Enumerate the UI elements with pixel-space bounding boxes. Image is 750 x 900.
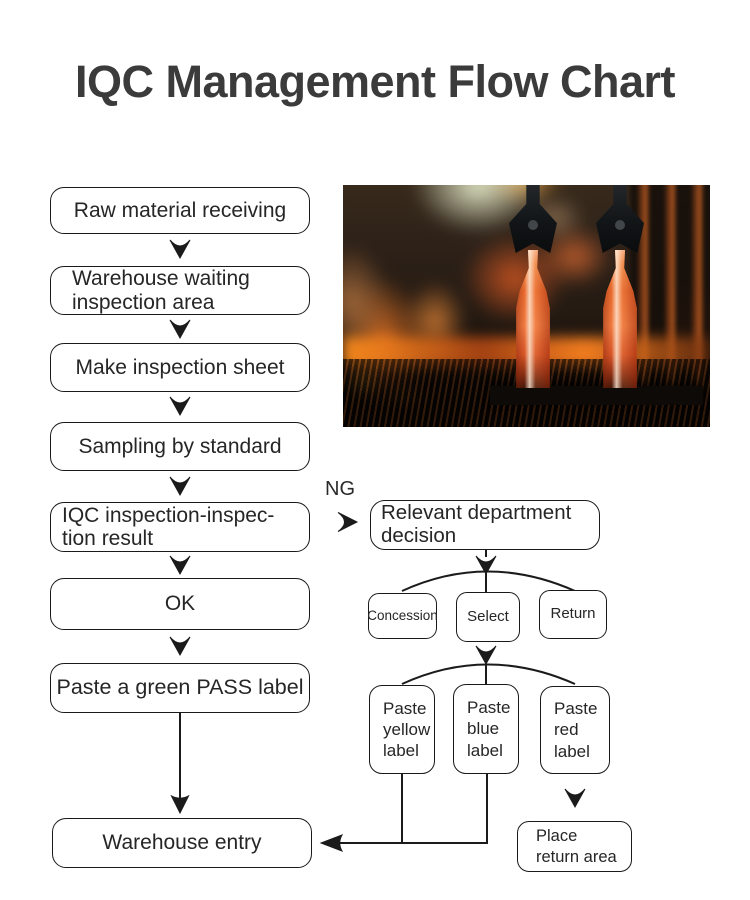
flow-step-select: Select	[456, 592, 520, 642]
flow-step-paste-red-label: Paste red label	[540, 686, 610, 774]
glass-bottle-production-line-photo	[343, 185, 710, 427]
ng-label: NG	[325, 478, 355, 500]
arrow-down-icon	[475, 555, 497, 576]
flow-step-iqc-inspection-result: IQC inspection-inspec- tion result	[50, 502, 310, 552]
arrow-down-icon	[169, 239, 191, 260]
arrow-down-icon	[169, 396, 191, 417]
branch-curve	[401, 570, 576, 592]
page-title: IQC Management Flow Chart	[74, 56, 676, 107]
photo-gripper-pin	[615, 220, 625, 231]
arrow-down-icon	[169, 636, 191, 657]
arrow-down-icon	[169, 319, 191, 340]
arrow-down-icon	[170, 794, 190, 815]
flow-step-place-return-area: Place return area	[517, 821, 632, 872]
flow-step-warehouse-waiting-area: Warehouse waiting inspection area	[50, 266, 310, 315]
arrow-down-icon	[475, 645, 497, 666]
flow-step-paste-yellow-label: Paste yellow label	[369, 685, 435, 774]
branch-curve	[401, 663, 576, 685]
arrow-right-icon	[337, 512, 359, 532]
flow-step-paste-blue-label: Paste blue label	[453, 684, 519, 774]
flow-step-make-inspection-sheet: Make inspection sheet	[50, 343, 310, 392]
flow-step-concession: Concession	[367, 593, 438, 639]
flow-step-relevant-department-decision: Relevant department decision	[370, 500, 600, 550]
arrow-down-icon	[564, 788, 586, 809]
flow-step-raw-material-receiving: Raw material receiving	[50, 187, 310, 234]
arrow-down-icon	[169, 555, 191, 576]
flow-step-sampling-by-standard: Sampling by standard	[50, 422, 310, 471]
flow-step-paste-green-pass-label: Paste a green PASS label	[50, 663, 310, 713]
photo-bottle-platform	[489, 385, 703, 406]
arrow-down-icon	[169, 476, 191, 497]
flow-step-return: Return	[539, 590, 607, 639]
flow-step-ok: OK	[50, 578, 310, 630]
flow-step-warehouse-entry: Warehouse entry	[52, 818, 312, 868]
photo-gripper-pin	[528, 220, 538, 231]
arrow-left-icon	[319, 834, 344, 852]
